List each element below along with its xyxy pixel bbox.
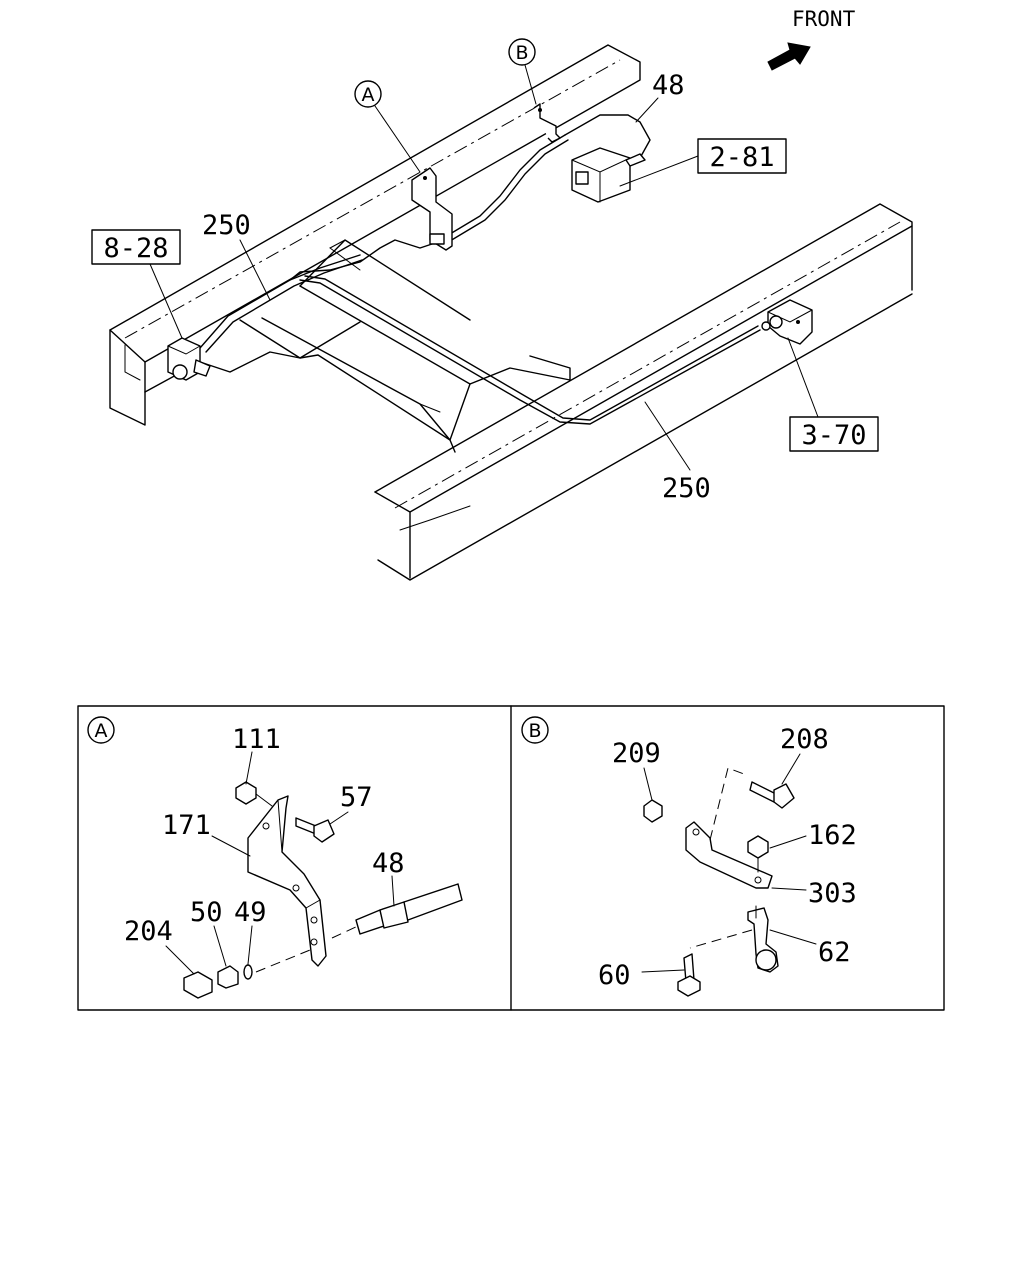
part-label-49: 49 — [234, 897, 267, 928]
detail-a-marker: A — [95, 720, 108, 742]
detail-b-panel: B 209 208 162 303 62 60 — [521, 716, 857, 997]
front-label: FRONT — [792, 7, 856, 31]
valve-2-81 — [571, 147, 646, 203]
detail-mark-b-circle — [508, 38, 536, 66]
part-label-48-detail: 48 — [372, 848, 405, 879]
ref-label-3-70: 3-70 — [801, 420, 866, 451]
part-label-209: 209 — [612, 738, 661, 769]
brake-pipes — [199, 114, 761, 425]
part-label-62: 62 — [818, 937, 851, 968]
bracket-b — [533, 103, 561, 143]
part-label-171: 171 — [162, 810, 211, 841]
valve-3-70 — [761, 299, 813, 345]
detail-b-marker: B — [528, 720, 541, 742]
ref-label-2-81: 2-81 — [709, 142, 774, 173]
part-label-208: 208 — [780, 724, 829, 755]
part-label-204: 204 — [124, 916, 173, 947]
part-label-50: 50 — [190, 897, 223, 928]
part-label-111: 111 — [232, 724, 281, 755]
part-label-60: 60 — [598, 960, 631, 991]
detail-mark-a: A — [362, 84, 375, 106]
ref-box-3-70 — [789, 416, 879, 452]
part-label-162: 162 — [808, 820, 857, 851]
ref-box-8-28 — [91, 229, 181, 265]
front-arrow-icon — [767, 42, 811, 71]
detail-mark-a-circle — [354, 80, 382, 108]
valve-8-28 — [167, 337, 211, 381]
part-label-250-right: 250 — [662, 473, 711, 504]
chassis-frame — [109, 44, 913, 581]
part-label-250-left: 250 — [202, 210, 251, 241]
part-label-303: 303 — [808, 878, 857, 909]
part-label-48: 48 — [652, 70, 685, 101]
detail-a-panel: A 111 57 171 48 204 — [87, 716, 463, 999]
bracket-a — [411, 167, 453, 251]
detail-mark-b: B — [515, 42, 528, 64]
part-label-57: 57 — [340, 782, 373, 813]
ref-label-8-28: 8-28 — [103, 233, 168, 264]
